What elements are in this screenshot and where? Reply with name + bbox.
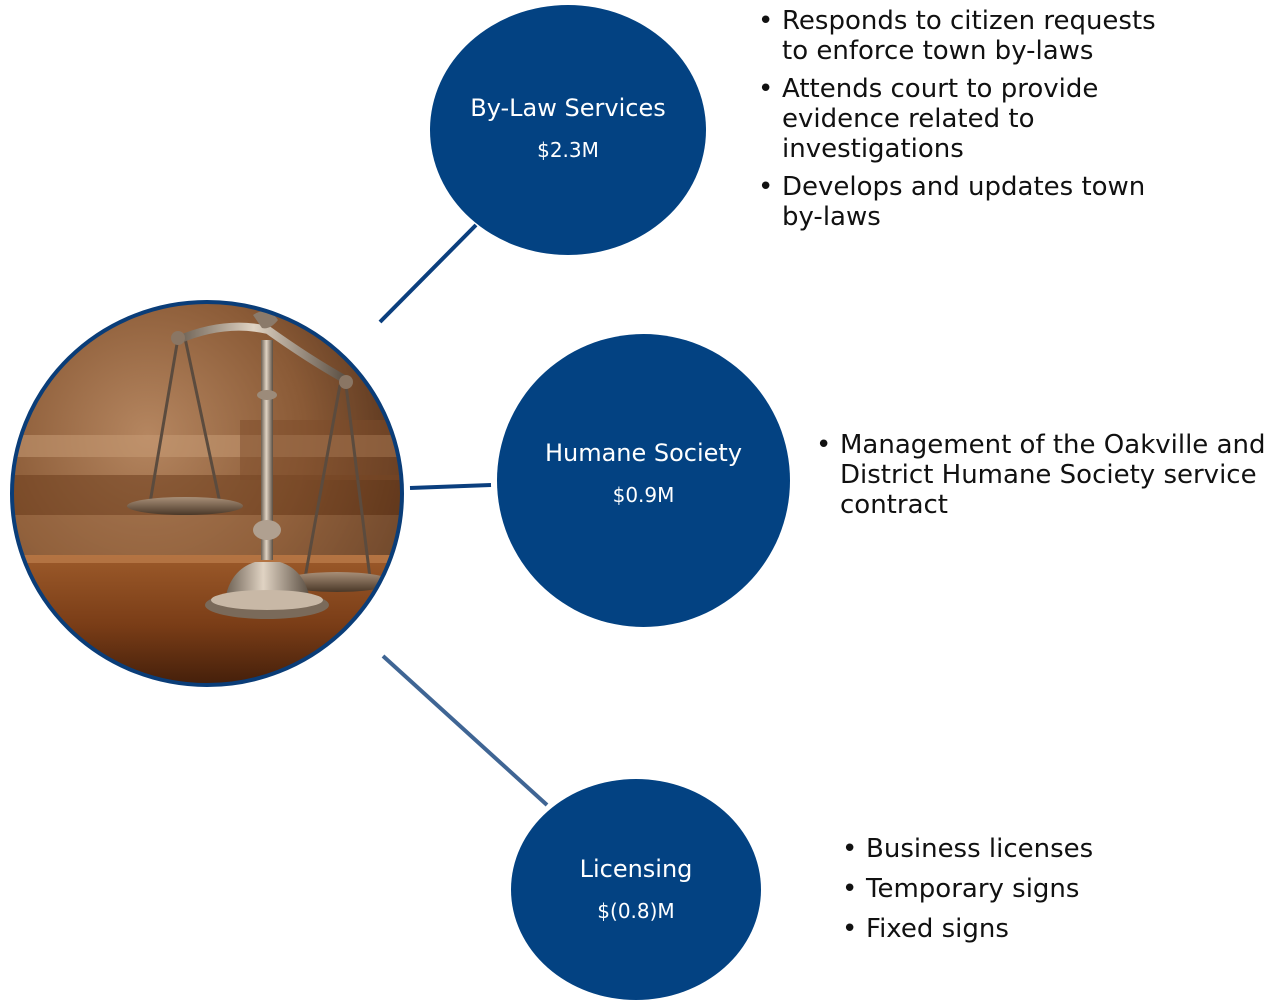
node-amount: $0.9M: [612, 482, 675, 507]
list-item: Business licenses: [842, 834, 1142, 864]
node-title: Humane Society: [544, 438, 743, 467]
connector-humane: [409, 483, 492, 490]
list-item: Fixed signs: [842, 914, 1142, 944]
bylaw-services-list: Responds to citizen requests to enforce …: [758, 6, 1178, 240]
node-amount: $2.3M: [537, 138, 599, 162]
list-item: Develops and updates town by-laws: [758, 172, 1178, 232]
connector-licensing: [381, 654, 549, 807]
scales-of-justice-icon: [10, 300, 404, 687]
node-humane-society: Humane Society $0.9M: [497, 334, 790, 627]
node-title: Licensing: [579, 854, 693, 883]
node-title: By-Law Services: [470, 94, 666, 122]
humane-society-list: Management of the Oakville and District …: [816, 430, 1268, 528]
node-bylaw-services: By-Law Services $2.3M: [430, 5, 706, 255]
node-amount: $(0.8)M: [597, 898, 675, 923]
connector-bylaw: [378, 223, 478, 324]
list-item: Management of the Oakville and District …: [816, 430, 1268, 520]
list-item: Responds to citizen requests to enforce …: [758, 6, 1178, 66]
list-item: Attends court to provide evidence relate…: [758, 74, 1178, 164]
list-item: Temporary signs: [842, 874, 1142, 904]
node-licensing: Licensing $(0.8)M: [511, 779, 761, 1000]
licensing-list: Business licenses Temporary signs Fixed …: [842, 834, 1142, 954]
